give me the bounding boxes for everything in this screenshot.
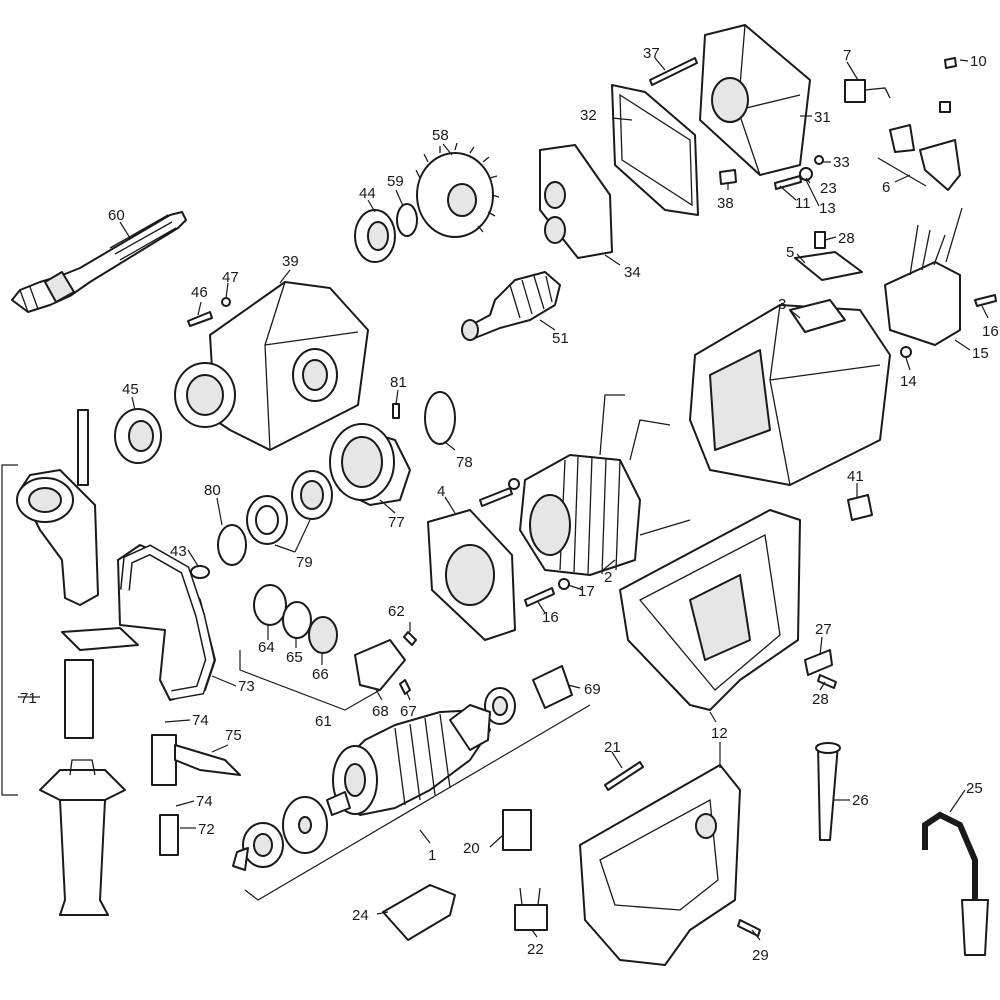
part-label-17: 17	[578, 583, 595, 600]
small-parts-drawing	[187, 57, 997, 956]
part-label-16-upper: 16	[982, 323, 999, 340]
part-label-6: 6	[882, 179, 890, 196]
fan-baffle-drawing	[427, 509, 516, 641]
part-label-74-upper: 74	[192, 712, 209, 729]
field-stator-drawing	[519, 394, 691, 576]
bearings-drawing	[114, 209, 516, 868]
part-label-61: 61	[315, 713, 332, 730]
part-label-44: 44	[359, 185, 376, 202]
leader-lines	[18, 57, 989, 941]
part-label-43: 43	[170, 543, 187, 560]
part-label-32: 32	[580, 107, 597, 124]
side-handle-drawing	[16, 409, 241, 916]
part-label-78: 78	[456, 454, 473, 471]
part-label-13: 13	[819, 200, 836, 217]
part-label-24: 24	[352, 907, 369, 924]
part-label-33: 33	[833, 154, 850, 171]
handle-cover-drawing	[579, 764, 741, 966]
part-label-28-lower: 28	[812, 691, 829, 708]
part-label-15: 15	[972, 345, 989, 362]
part-label-38: 38	[717, 195, 734, 212]
part-label-16-lower: 16	[542, 609, 559, 626]
group-brackets	[1, 157, 927, 901]
part-label-27: 27	[815, 621, 832, 638]
part-label-28-upper: 28	[838, 230, 855, 247]
part-label-29: 29	[752, 947, 769, 964]
gear-covers-drawing	[539, 24, 811, 259]
part-label-22: 22	[527, 941, 544, 958]
part-label-51: 51	[552, 330, 569, 347]
part-label-2: 2	[604, 569, 612, 586]
part-label-11: 11	[795, 195, 811, 212]
part-label-60: 60	[108, 207, 125, 224]
part-label-21: 21	[604, 739, 621, 756]
part-label-31: 31	[814, 109, 831, 126]
part-labels: 1 2 3 4 5 6 7 10 11 12 13 14 15 16 16 17…	[20, 45, 999, 964]
part-label-69: 69	[584, 681, 601, 698]
part-label-64: 64	[258, 639, 275, 656]
part-label-10: 10	[970, 53, 987, 70]
part-label-39: 39	[282, 253, 299, 270]
part-label-45: 45	[122, 381, 139, 398]
part-label-65: 65	[286, 649, 303, 666]
pinion-shaft-drawing	[461, 271, 561, 341]
part-label-75: 75	[225, 727, 242, 744]
part-label-68: 68	[372, 703, 389, 720]
part-label-59: 59	[387, 173, 404, 190]
spindle-drawing	[11, 211, 187, 313]
part-label-81: 81	[390, 374, 407, 391]
part-label-72: 72	[198, 821, 215, 838]
part-label-71: 71	[20, 690, 37, 707]
part-label-58: 58	[432, 127, 449, 144]
part-label-80: 80	[204, 482, 221, 499]
part-label-46: 46	[191, 284, 208, 301]
part-label-73: 73	[238, 678, 255, 695]
part-label-12: 12	[711, 725, 728, 742]
part-label-79: 79	[296, 554, 313, 571]
part-label-77: 77	[388, 514, 405, 531]
part-label-37: 37	[643, 45, 660, 62]
armature-drawing	[282, 704, 491, 854]
part-label-20: 20	[463, 840, 480, 857]
part-label-23: 23	[820, 180, 837, 197]
part-label-1: 1	[428, 847, 436, 864]
handle-housing-drawing	[619, 509, 801, 711]
motor-housing-drawing	[689, 299, 891, 486]
part-label-34: 34	[624, 264, 641, 281]
part-label-26: 26	[852, 792, 869, 809]
part-label-7: 7	[843, 47, 851, 64]
part-label-25: 25	[966, 780, 983, 797]
part-label-66: 66	[312, 666, 329, 683]
part-label-14: 14	[900, 373, 917, 390]
part-label-3: 3	[778, 296, 786, 313]
part-label-67: 67	[400, 703, 417, 720]
gear-housing-drawing	[174, 281, 369, 451]
part-label-74-lower: 74	[196, 793, 213, 810]
part-label-47: 47	[222, 269, 239, 286]
part-label-62: 62	[388, 603, 405, 620]
part-label-4: 4	[437, 483, 445, 500]
part-label-41: 41	[847, 468, 864, 485]
gear-drawing	[396, 142, 500, 238]
part-label-5: 5	[786, 244, 794, 261]
